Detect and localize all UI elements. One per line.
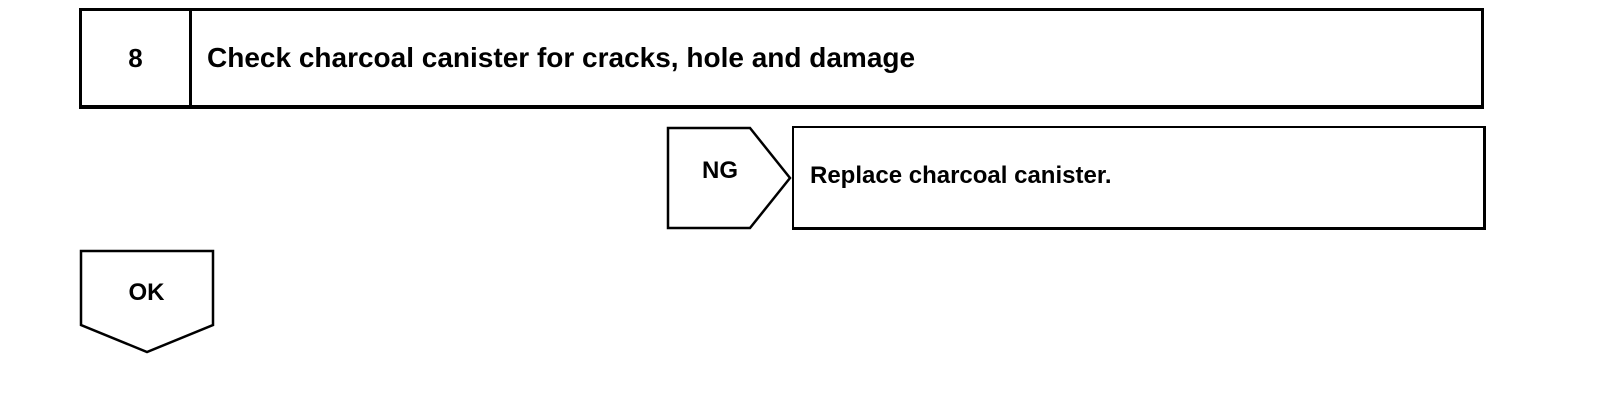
step-number: 8 — [82, 11, 192, 105]
step-title: Check charcoal canister for cracks, hole… — [207, 42, 916, 73]
step-header-box: 8 Check charcoal canister for cracks, ho… — [79, 8, 1484, 109]
ng-action-box: Replace charcoal canister. — [792, 126, 1486, 230]
ok-label: OK — [128, 279, 165, 306]
ng-label: NG — [702, 157, 738, 184]
ng-action-text: Replace charcoal canister. — [810, 161, 1112, 189]
